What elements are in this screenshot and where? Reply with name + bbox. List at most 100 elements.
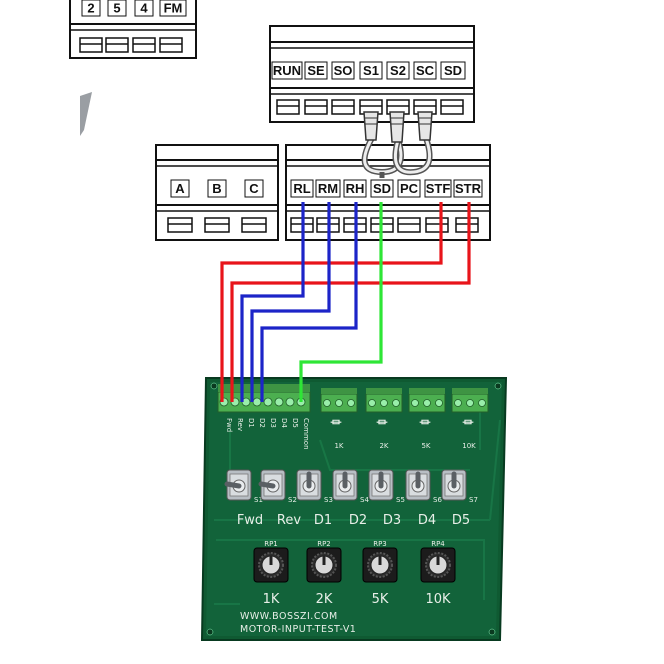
- terminal-label: RM: [318, 181, 338, 196]
- terminal-label: RUN: [273, 63, 301, 78]
- terminal-label-box: SD: [440, 61, 466, 80]
- terminal-block-top-left: 2 5 4 FM: [69, 0, 197, 59]
- terminal-label-box: A: [170, 179, 190, 198]
- terminal-label: SO: [334, 63, 353, 78]
- switch-ref: S3: [324, 496, 333, 504]
- silk-label-d3: D3: [269, 418, 277, 428]
- switch-label-d2: D2: [349, 513, 367, 528]
- wire-rl-to-d1: [240, 202, 305, 402]
- pot-label-1k: 1K: [263, 592, 280, 607]
- terminal-label-box: 2: [81, 0, 101, 17]
- switch-label-rev: Rev: [277, 513, 301, 528]
- switch-ref: S6: [433, 496, 442, 504]
- terminal-label: SD: [444, 63, 462, 78]
- pot-ref: RP4: [431, 540, 445, 548]
- toggle-switch[interactable]: S3: [296, 469, 333, 504]
- terminal-label: PC: [400, 181, 419, 196]
- pot-terminal-5k: ⏛ 5K: [408, 388, 446, 450]
- jumper-wire: [361, 111, 433, 178]
- wire-rm-to-d2: [250, 202, 331, 402]
- terminal-block-mid-left: A B C: [155, 144, 279, 241]
- terminal-label: 5: [113, 1, 120, 16]
- potentiometer-knob[interactable]: RP3: [362, 540, 398, 583]
- wires: [220, 202, 471, 402]
- terminal-label: A: [175, 181, 185, 196]
- potentiometers: RP1 RP2 RP3 RP4: [253, 540, 456, 583]
- switch-ref: S5: [396, 496, 405, 504]
- switch-label-d5: D5: [452, 513, 470, 528]
- pot-terminal-label: 2K: [379, 442, 388, 450]
- pot-symbol: ⏛: [463, 416, 474, 429]
- terminal-label-box: RL: [290, 179, 314, 198]
- terminal-silk-labels: Fwd Rev D1 D2 D3 D4 D5 Common: [225, 418, 310, 450]
- terminal-block-mid-right: RL RM RH SD PC STF STR: [285, 144, 491, 241]
- toggle-switch[interactable]: S5: [368, 469, 405, 504]
- terminal-label-box: RUN: [271, 61, 303, 80]
- terminal-block-top-right: RUN SE SO S1 S2 SC SD: [269, 25, 475, 123]
- terminal-label-box: B: [207, 179, 227, 198]
- terminal-label-box: FM: [159, 0, 187, 17]
- switch-labels: Fwd Rev D1 D2 D3 D4 D5: [237, 513, 470, 528]
- switch-ref: S2: [288, 496, 297, 504]
- terminal-label: B: [212, 181, 221, 196]
- potentiometer-knob[interactable]: RP1: [253, 540, 289, 583]
- terminal-label-box: STF: [424, 179, 452, 198]
- pot-label-10k: 10K: [425, 592, 451, 607]
- pot-label-5k: 5K: [372, 592, 389, 607]
- toggle-switch[interactable]: S6: [405, 469, 442, 504]
- terminal-label: SD: [373, 181, 391, 196]
- toggle-switch[interactable]: S7: [441, 469, 478, 504]
- pot-ref: RP2: [317, 540, 331, 548]
- switch-label-d1: D1: [314, 513, 332, 528]
- terminal-label: STF: [426, 181, 451, 196]
- silk-label-rev: Rev: [236, 418, 244, 431]
- silk-label-d5: D5: [291, 418, 299, 428]
- terminal-label: 2: [87, 1, 94, 16]
- toggle-switch[interactable]: S4: [332, 469, 369, 504]
- silk-label-fwd: Fwd: [225, 418, 233, 432]
- board-website: WWW.BOSSZI.COM: [240, 611, 338, 622]
- switch-ref: S1: [254, 496, 263, 504]
- switch-ref: S7: [469, 496, 478, 504]
- terminal-label-box: SD: [370, 179, 394, 198]
- switch-label-d3: D3: [383, 513, 401, 528]
- terminal-label: SC: [416, 63, 435, 78]
- pot-terminal-label: 5K: [421, 442, 430, 450]
- terminal-label-box: 5: [107, 0, 127, 17]
- terminal-label-box: RH: [343, 179, 367, 198]
- terminal-label-box: 4: [134, 0, 154, 17]
- wire-stf-to-fwd: [220, 202, 443, 402]
- wire-sd-to-common: [299, 202, 383, 402]
- wire-str-to-rev: [230, 202, 471, 402]
- toggle-switch[interactable]: S2: [258, 469, 297, 504]
- terminal-label-box: PC: [397, 179, 421, 198]
- terminal-label: RH: [346, 181, 365, 196]
- wire-rh-to-d3: [260, 202, 358, 402]
- terminal-label: S2: [390, 63, 406, 78]
- pot-symbol: ⏛: [377, 416, 388, 429]
- terminal-label-box: S2: [386, 61, 410, 80]
- toggle-switch[interactable]: S1: [224, 469, 263, 504]
- terminal-label: S1: [363, 63, 379, 78]
- pot-symbol: ⏛: [420, 416, 431, 429]
- board-model: MOTOR-INPUT-TEST-V1: [240, 624, 356, 635]
- terminal-label: C: [249, 181, 259, 196]
- pot-ref: RP3: [373, 540, 387, 548]
- terminal-label-box: STR: [453, 179, 483, 198]
- pcb-board: Fwd Rev D1 D2 D3 D4 D5 Common ⏛ 1K ⏛ 2K: [200, 377, 508, 641]
- terminal-label-box: SE: [304, 61, 328, 80]
- switch-label-d4: D4: [418, 513, 436, 528]
- potentiometer-knob[interactable]: RP2: [306, 540, 342, 583]
- terminal-label: STR: [455, 181, 482, 196]
- terminal-label-box: SC: [413, 61, 437, 80]
- terminal-label-box: SO: [331, 61, 355, 80]
- terminal-label-box: C: [244, 179, 264, 198]
- silk-label-d4: D4: [280, 418, 288, 428]
- potentiometer-knob[interactable]: RP4: [420, 540, 456, 583]
- pot-terminal-label: 1K: [334, 442, 343, 450]
- silk-label-common: Common: [302, 418, 310, 450]
- decorative-shape: [80, 92, 92, 136]
- silk-label-d2: D2: [258, 418, 266, 428]
